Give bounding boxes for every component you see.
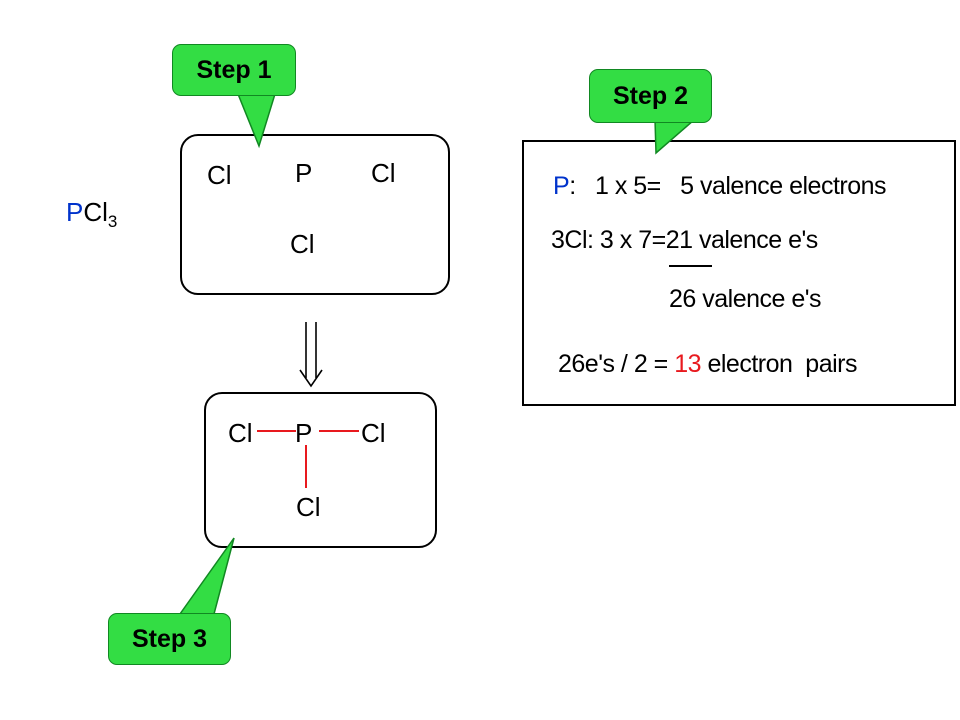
step3-cl-left: Cl xyxy=(228,418,253,448)
step2-line3: 26 valence e's xyxy=(669,285,822,313)
step3-callout: Step 3 xyxy=(108,613,231,665)
step3-box xyxy=(204,392,437,548)
step3-callout-tail xyxy=(178,537,235,615)
step1-callout-tail xyxy=(236,93,277,149)
step1-cl-right: Cl xyxy=(371,158,396,188)
step2-line4: 26e's / 2 = 13 electron pairs xyxy=(558,350,857,379)
formula-subscript: 3 xyxy=(107,212,118,231)
step2-line4-label: electron pairs xyxy=(701,350,857,378)
step2-callout: Step 2 xyxy=(589,69,712,123)
step2-line1-calc: : 1 x 5= xyxy=(569,172,661,200)
step3-p: P xyxy=(295,418,313,448)
bonds xyxy=(257,430,359,488)
step2-callout-label: Step 2 xyxy=(612,81,689,110)
step2-line4-calc: 26e's / 2 = xyxy=(558,350,675,378)
step1-p: P xyxy=(295,158,313,188)
step1-cl-bottom: Cl xyxy=(290,229,315,259)
step2-box xyxy=(522,140,956,406)
step2-callout-tail xyxy=(654,119,697,155)
step3-cl-bottom: Cl xyxy=(296,492,321,522)
step1-cl-left: Cl xyxy=(207,160,232,190)
step2-line4-pairs-count: 13 xyxy=(674,350,702,378)
reaction-arrow xyxy=(299,322,323,388)
step3-cl-right: Cl xyxy=(361,418,386,448)
step2-line1-p: P xyxy=(553,172,570,200)
formula-p: P xyxy=(66,197,84,227)
step1-callout: Step 1 xyxy=(172,44,296,96)
step2-line1: P: 1 x 5= 5 valence electrons xyxy=(553,172,887,201)
step2-line1-result: 5 valence electrons xyxy=(680,172,887,200)
step1-callout-label: Step 1 xyxy=(196,55,272,84)
step1-box xyxy=(180,134,450,295)
formula-pcl3: PCl3 xyxy=(66,197,117,232)
step2-line2: 3Cl: 3 x 7=21 valence e's xyxy=(551,226,818,254)
step3-callout-label: Step 3 xyxy=(131,624,208,653)
formula-cl: Cl xyxy=(83,197,108,227)
